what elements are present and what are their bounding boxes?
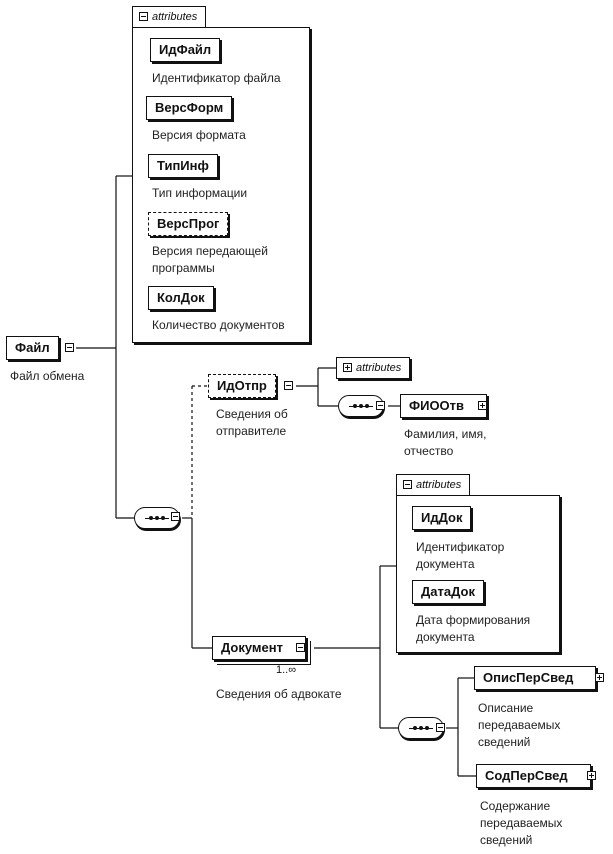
- attr-versform-desc: Версия формата: [152, 128, 246, 142]
- fio-element-node[interactable]: ФИООтв: [400, 394, 488, 418]
- attr-versprog-desc-line1: Версия передающей: [152, 244, 268, 258]
- sodpersved-element-name: СодПерСвед: [485, 768, 568, 783]
- sodpersved-desc-line3: сведений: [480, 833, 533, 847]
- fio-element-name: ФИООтв: [409, 398, 465, 413]
- attr-tipinf-name: ТипИнф: [157, 158, 209, 173]
- expand-icon[interactable]: [587, 771, 596, 780]
- attr-idfile-desc: Идентификатор файла: [152, 71, 281, 85]
- attr-datadok-desc-line1: Дата формирования: [416, 613, 531, 627]
- document-element-name: Документ: [221, 640, 283, 655]
- collapse-icon[interactable]: [171, 512, 180, 521]
- collapse-icon[interactable]: [139, 12, 148, 21]
- attr-versform-name: ВерсФорм: [155, 100, 224, 115]
- opisspersved-element-name: ОписПерСвед: [483, 670, 574, 685]
- root-element-node[interactable]: Файл: [6, 336, 59, 360]
- attr-datadok[interactable]: ДатаДок: [412, 580, 484, 604]
- collapse-icon[interactable]: [403, 480, 412, 489]
- collapse-icon[interactable]: [436, 723, 445, 732]
- document-attributes-tab[interactable]: attributes: [396, 474, 471, 496]
- sender-attributes-tab-label: attributes: [356, 362, 402, 374]
- sender-element-node[interactable]: ИдОтпр: [208, 374, 276, 398]
- root-attributes-tab-label: attributes: [152, 11, 198, 23]
- collapse-icon[interactable]: [284, 381, 293, 390]
- attr-koldok[interactable]: КолДок: [148, 286, 214, 310]
- collapse-icon[interactable]: [376, 401, 385, 410]
- attr-versform[interactable]: ВерсФорм: [146, 96, 233, 120]
- fio-desc-line1: Фамилия, имя,: [404, 427, 487, 441]
- root-element-desc: Файл обмена: [10, 369, 85, 383]
- document-element-node[interactable]: Документ: [212, 636, 306, 660]
- root-element-name: Файл: [15, 340, 50, 355]
- sodpersved-desc-line2: передаваемых: [480, 816, 563, 830]
- attr-datadok-desc-line2: документа: [416, 630, 475, 644]
- attr-idfile-name: ИдФайл: [159, 42, 212, 57]
- fio-desc-line2: отчество: [404, 444, 454, 458]
- expand-icon[interactable]: [478, 401, 487, 410]
- attr-koldok-desc: Количество документов: [152, 318, 285, 332]
- collapse-icon[interactable]: [65, 343, 74, 352]
- attr-iddok-desc-line2: документа: [416, 557, 475, 571]
- opisspersved-desc-line2: передаваемых: [478, 718, 561, 732]
- opisspersved-desc-line1: Описание: [478, 701, 534, 715]
- attr-iddok[interactable]: ИдДок: [412, 506, 472, 530]
- expand-icon[interactable]: [343, 363, 352, 372]
- attr-tipinf-desc: Тип информации: [152, 186, 248, 200]
- attr-tipinf[interactable]: ТипИнф: [148, 154, 218, 178]
- opisspersved-element-node[interactable]: ОписПерСвед: [474, 666, 597, 690]
- attr-versprog[interactable]: ВерсПрог: [148, 212, 229, 236]
- document-desc: Сведения об адвокате: [216, 687, 342, 701]
- sender-desc-line2: отправителе: [216, 424, 287, 438]
- document-cardinality: 1..∞: [276, 664, 297, 676]
- sodpersved-desc-line1: Содержание: [480, 799, 551, 813]
- opisspersved-desc-line3: сведений: [478, 735, 531, 749]
- attr-idfile[interactable]: ИдФайл: [150, 38, 221, 62]
- attr-iddok-desc-line1: Идентификатор: [416, 540, 505, 554]
- attr-versprog-desc-line2: программы: [152, 261, 215, 275]
- attr-datadok-name: ДатаДок: [421, 584, 475, 599]
- collapse-icon[interactable]: [296, 643, 305, 652]
- expand-icon[interactable]: [595, 673, 604, 682]
- sequence-compositor-icon[interactable]: [134, 507, 180, 529]
- document-attributes-tab-label: attributes: [416, 479, 462, 491]
- attr-koldok-name: КолДок: [157, 290, 205, 305]
- attr-versprog-name: ВерсПрог: [157, 216, 220, 231]
- sender-element-name: ИдОтпр: [217, 378, 267, 393]
- sender-desc-line1: Сведения об: [216, 407, 288, 421]
- sender-attributes-tab[interactable]: attributes: [336, 357, 411, 379]
- root-attributes-tab[interactable]: attributes: [132, 6, 207, 28]
- sodpersved-element-node[interactable]: СодПерСвед: [476, 764, 591, 788]
- attr-iddok-name: ИдДок: [421, 510, 463, 525]
